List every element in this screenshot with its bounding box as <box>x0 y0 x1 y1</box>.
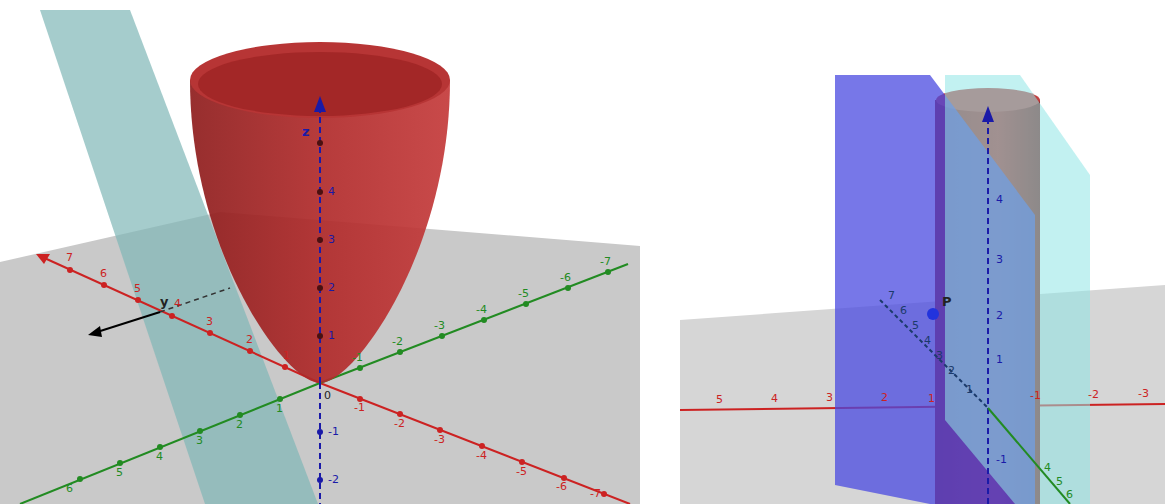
axis-tick-label: 3 <box>826 392 833 404</box>
axis-tick-label: -7 <box>590 488 601 500</box>
z-axis-arrow <box>314 96 326 112</box>
axis-tick-label: 4 <box>174 298 181 310</box>
paraboloid-rim <box>190 42 450 118</box>
axis-tick-label: 2 <box>881 392 888 404</box>
axis-tick-label: 6 <box>1066 489 1073 501</box>
axis-tick-label: -2 <box>328 474 339 486</box>
right-view <box>680 75 1165 504</box>
axis-tick-label: -2 <box>1088 389 1099 401</box>
axis-tick-label: 1 <box>283 350 290 362</box>
axis-tick-label: 3 <box>328 234 335 246</box>
axis-tick-label: 6 <box>66 483 73 495</box>
axis-tick-label: 0 <box>324 390 331 402</box>
axis-tick-label: 5 <box>1056 476 1063 488</box>
normal-vector <box>94 312 160 333</box>
axis-tick-label: 4 <box>156 451 163 463</box>
x-axis <box>320 383 630 504</box>
axis-tick-label: 2 <box>246 334 253 346</box>
axis-tick-label: -1 <box>354 402 365 414</box>
left-view <box>0 10 640 504</box>
axis-tick-label: -5 <box>518 288 529 300</box>
axis-tick-label: -6 <box>556 481 567 493</box>
axis-tick-label: -3 <box>434 434 445 446</box>
axis-tick-label: 4 <box>996 194 1003 206</box>
axis-tick-label: 4 <box>771 393 778 405</box>
axis-tick-label: -1 <box>1030 390 1041 402</box>
axis-tick-label: 5 <box>116 467 123 479</box>
z-axis <box>319 108 321 383</box>
axis-tick-label: 1 <box>276 403 283 415</box>
axis-tick-label: -3 <box>1138 388 1149 400</box>
axis-tick-label: 1 <box>966 384 973 396</box>
y-axis <box>988 408 1070 504</box>
y-axis <box>880 300 988 408</box>
axis-tick-label: -1 <box>996 454 1007 466</box>
z-ticks-below <box>317 429 323 483</box>
x-ticks <box>67 267 607 497</box>
axis-tick-label: -6 <box>560 272 571 284</box>
axis-tick-label: 1 <box>928 393 935 405</box>
axis-tick-label: -2 <box>394 418 405 430</box>
axis-tick-label: -5 <box>516 466 527 478</box>
axis-tick-label: 1 <box>328 330 335 342</box>
plane-two <box>945 75 1090 504</box>
axis-tick-label: 2 <box>236 419 243 431</box>
axis-tick-label: -3 <box>434 320 445 332</box>
axis-tick-label: 3 <box>996 254 1003 266</box>
axis-tick-label: 5 <box>912 320 919 332</box>
paraboloid-inside <box>198 52 442 116</box>
axis-name: y <box>160 296 168 308</box>
normal-vector-head <box>88 326 102 337</box>
axis-tick-label: -4 <box>476 304 487 316</box>
z-ticks <box>317 140 323 339</box>
point-label: P <box>942 296 952 308</box>
axis-tick-label: -1 <box>328 426 339 438</box>
axis-tick-label: 2 <box>328 282 335 294</box>
y-ticks <box>77 269 611 482</box>
axis-tick-label: 3 <box>936 350 943 362</box>
z-axis <box>987 118 989 504</box>
z-axis <box>319 383 321 504</box>
axis-tick-label: 4 <box>1044 462 1051 474</box>
axis-tick-label: 4 <box>924 335 931 347</box>
x-axis-arrow <box>36 254 50 264</box>
paraboloid <box>190 80 450 383</box>
axis-tick-label: 5 <box>134 283 141 295</box>
dashed-line <box>160 288 230 312</box>
axis-tick-label: 6 <box>900 305 907 317</box>
axis-tick-label: 5 <box>716 394 723 406</box>
axis-tick-label: -1 <box>352 352 363 364</box>
axis-tick-label: -2 <box>392 336 403 348</box>
axis-tick-label: 7 <box>66 252 73 264</box>
y-axis <box>20 383 320 504</box>
point <box>927 308 939 320</box>
axis-name: z <box>302 126 310 138</box>
axis-tick-label: 2 <box>996 310 1003 322</box>
axis-tick-label: 4 <box>328 186 335 198</box>
axis-tick-label: 6 <box>100 268 107 280</box>
axis-tick-label: 3 <box>196 435 203 447</box>
axis-tick-label: -7 <box>600 256 611 268</box>
axis-tick-label: 3 <box>206 316 213 328</box>
axis-tick-label: 7 <box>888 290 895 302</box>
axis-tick-label: 1 <box>996 354 1003 366</box>
axis-tick-label: -4 <box>476 450 487 462</box>
axis-tick-label: 2 <box>948 365 955 377</box>
z-axis-arrow <box>982 106 994 122</box>
